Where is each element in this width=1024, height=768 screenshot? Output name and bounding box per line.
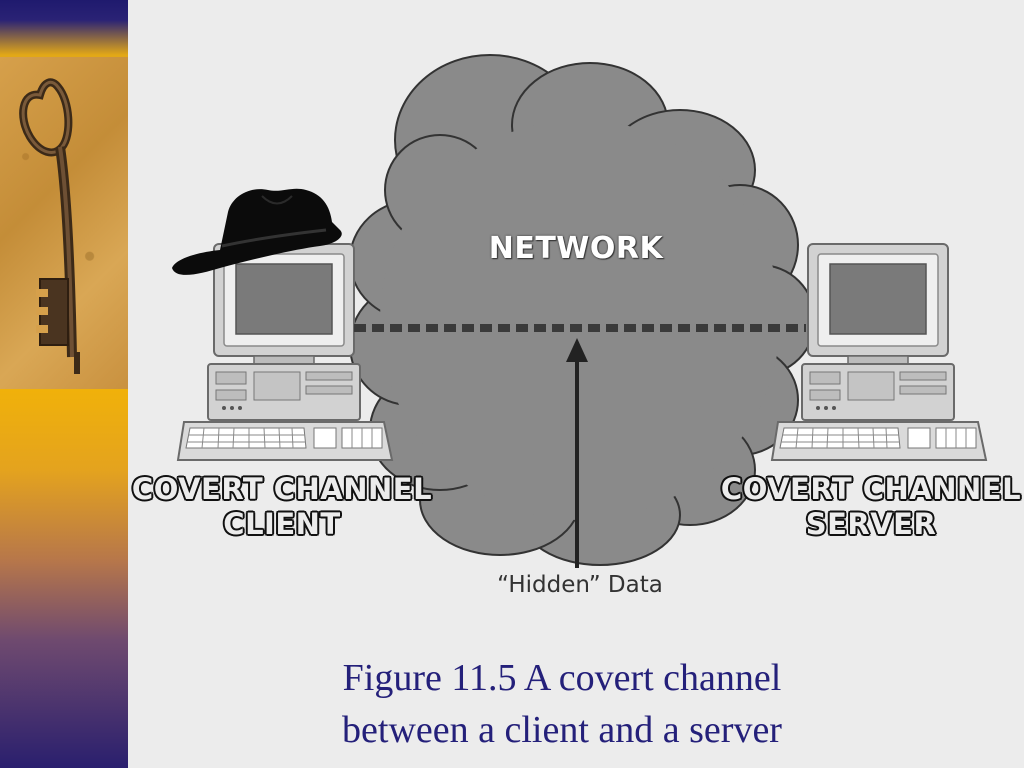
network-label: NETWORK [488,231,664,266]
client-label: COVERT CHANNEL CLIENT [128,472,436,542]
figure-caption: Figure 11.5 A covert channel between a c… [200,652,924,756]
hidden-data-label: “Hidden” Data [497,572,663,598]
client-label-line: COVERT CHANNEL [131,472,433,506]
caption-line: Figure 11.5 A covert channel [342,657,782,699]
server-label-line: SERVER [805,507,937,541]
server-label-line: COVERT CHANNEL [720,472,1022,506]
client-label-line: CLIENT [223,507,341,541]
caption-line: between a client and a server [342,709,782,751]
fedora-hat-icon [172,188,342,275]
covert-channel-diagram [172,54,987,568]
sidebar-gradient [0,0,128,768]
key-photo [0,57,128,389]
hidden-data-arrow [566,338,588,568]
skeleton-key-icon [19,78,80,374]
server-label: COVERT CHANNEL SERVER [718,472,1024,542]
